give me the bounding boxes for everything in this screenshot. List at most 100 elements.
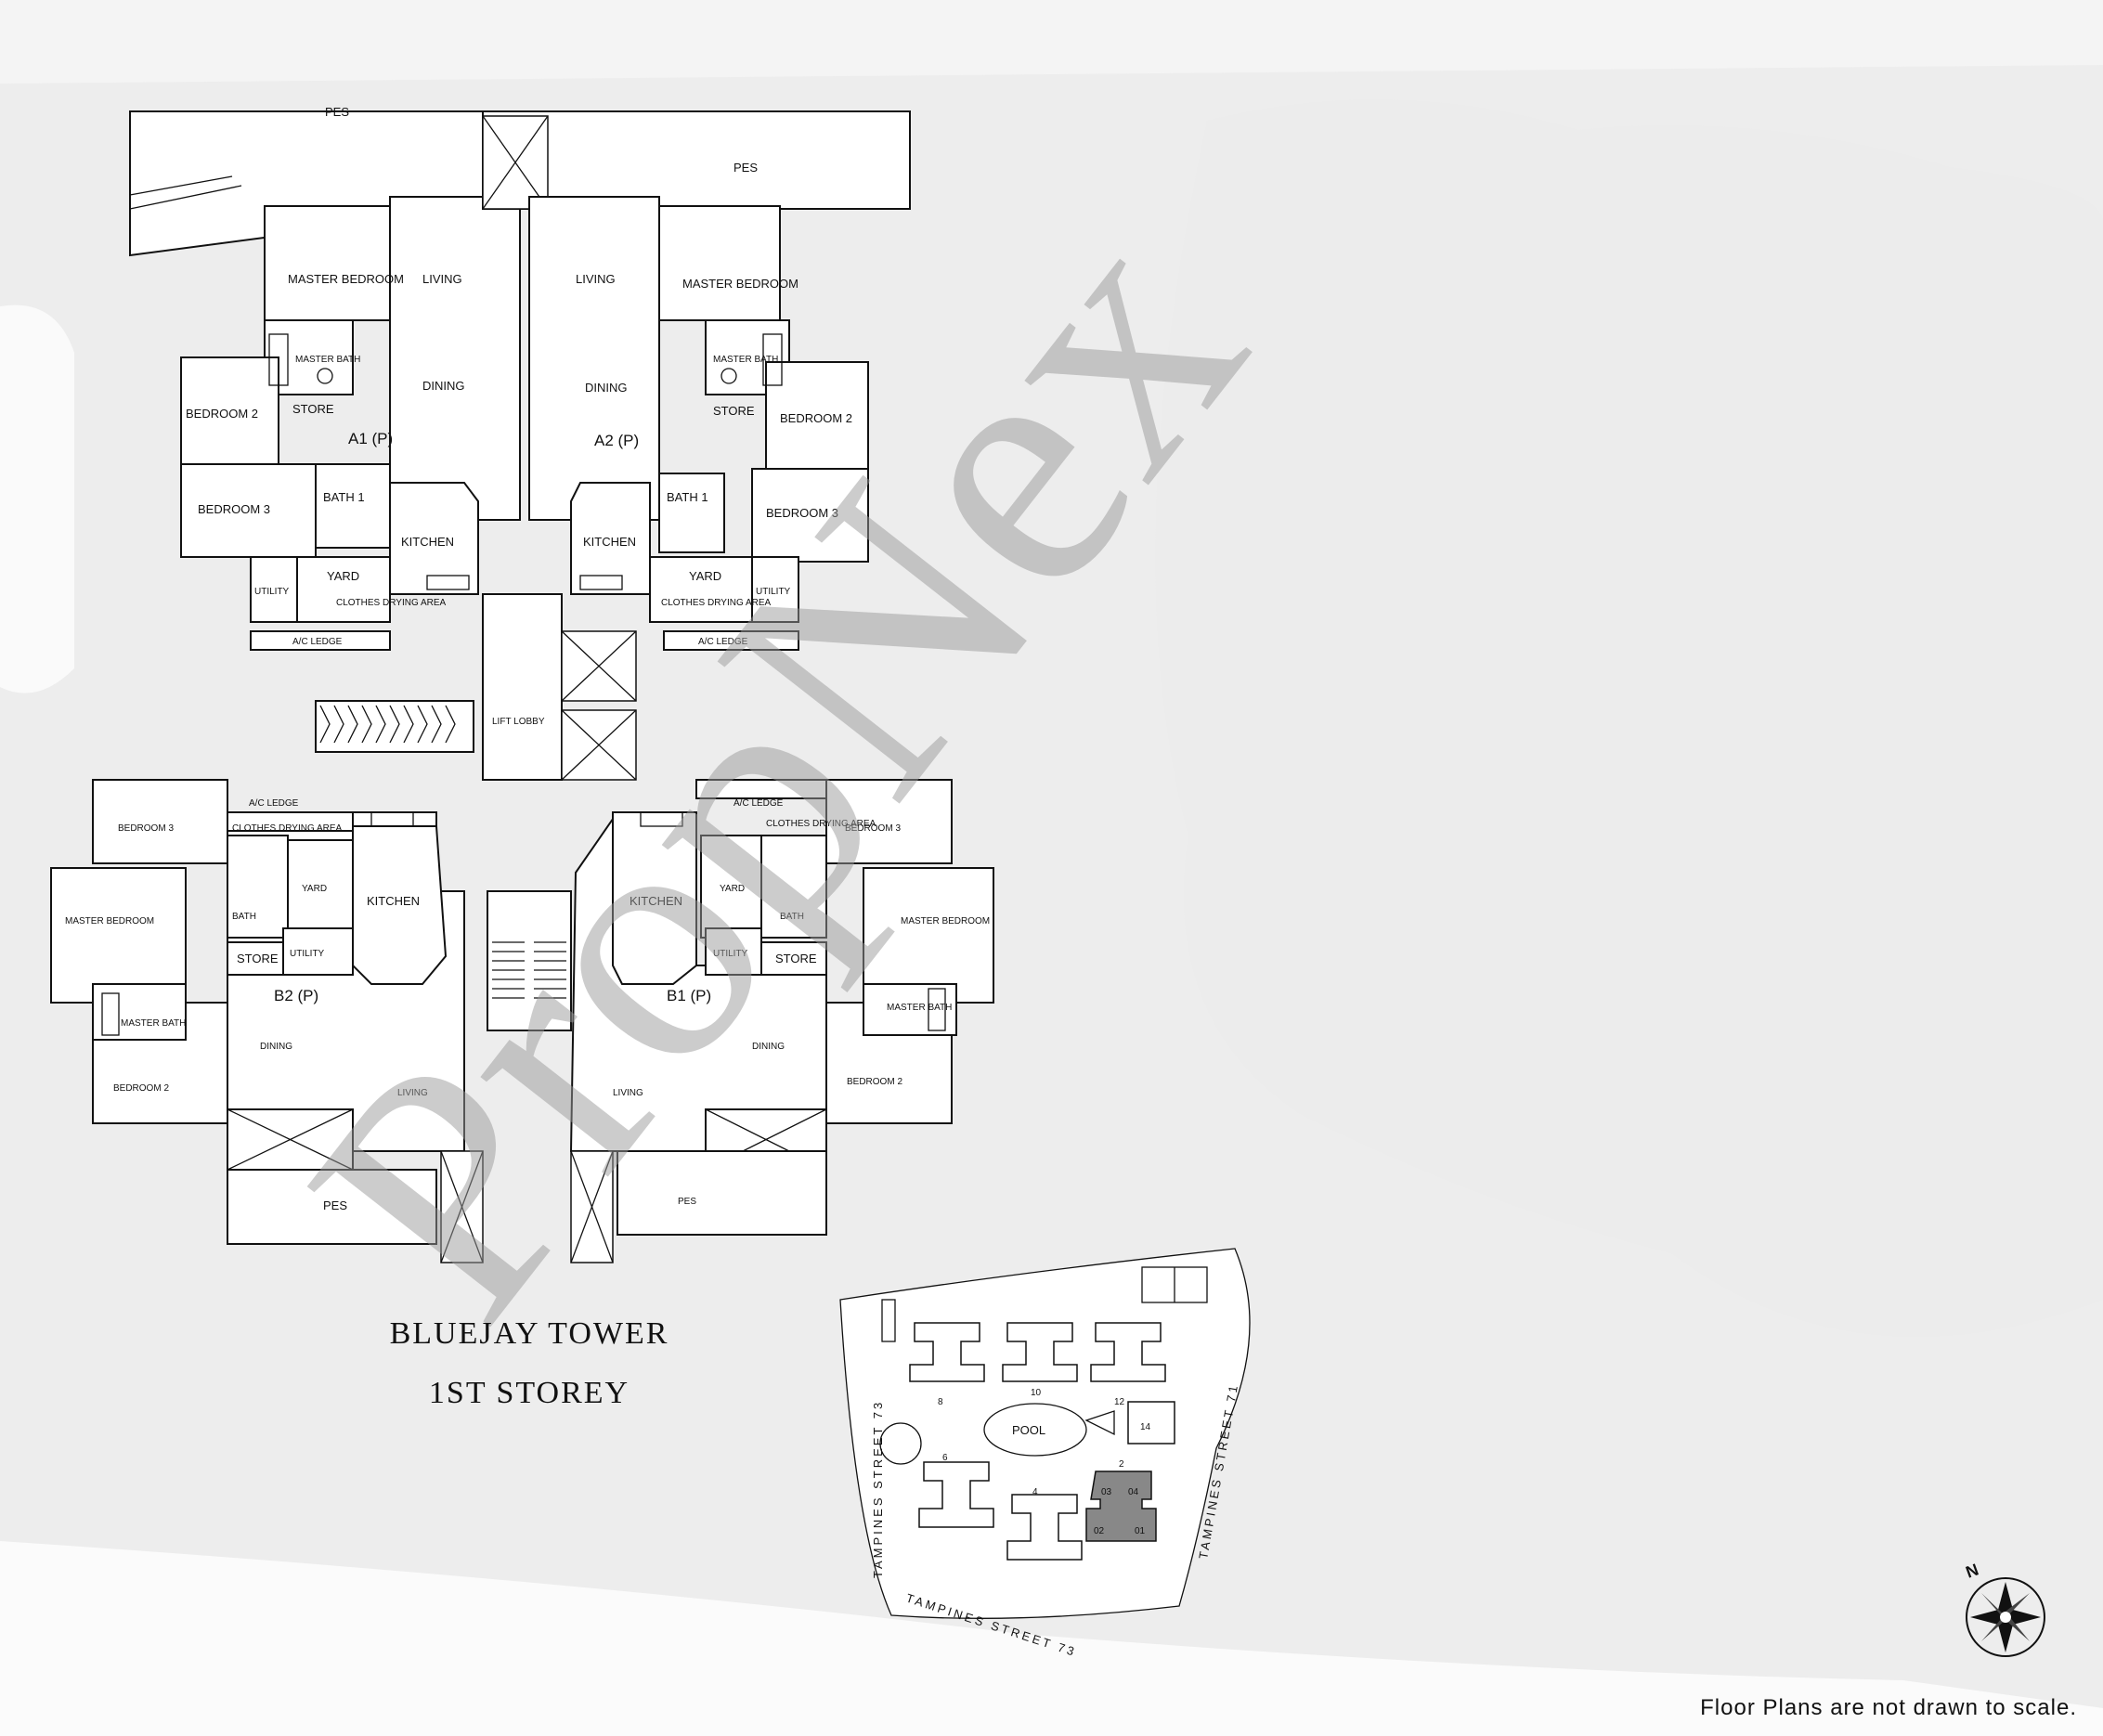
site-roundabout [879, 1422, 922, 1465]
block-12 [1090, 1322, 1166, 1382]
b1-living-label: LIVING [613, 1088, 643, 1098]
highlight-unit-02: 02 [1094, 1526, 1105, 1536]
block-8 [909, 1322, 985, 1382]
b1-bath [760, 835, 827, 939]
b2-utility-label: UTILITY [290, 949, 325, 959]
compass-north-label: N [1964, 1561, 1981, 1582]
a1-living-label: LIVING [422, 272, 462, 286]
a2-master-bath-label: MASTER BATH [713, 355, 778, 365]
b1-master-bath-label: MASTER BATH [887, 1003, 952, 1013]
a1-store-label: STORE [292, 402, 334, 416]
a2-kitchen-label: KITCHEN [583, 535, 636, 549]
a2-dining-label: DINING [585, 381, 628, 395]
unit-b1: A/C LEDGE CLOTHES DRYING AREA BEDROOM 3 … [569, 779, 994, 1263]
b1-kitchen [612, 811, 697, 985]
b2-kitchen-label: KITCHEN [367, 894, 420, 908]
block-6-number: 6 [942, 1453, 948, 1463]
b1-ac-ledge-label: A/C LEDGE [733, 798, 784, 809]
a1-master-bedroom [264, 205, 391, 321]
highlight-unit-03: 03 [1101, 1487, 1112, 1497]
a2-yard-label: YARD [689, 569, 721, 583]
b2-bath-label: BATH [232, 912, 256, 922]
a2-ac-ledge [663, 630, 799, 651]
b2-pes-label: PES [323, 1198, 347, 1212]
highlight-unit-04: 04 [1128, 1487, 1139, 1497]
scale-disclaimer: Floor Plans are not drawn to scale. [1700, 1695, 2077, 1720]
b2-bedroom-3 [92, 779, 228, 864]
a1-clothes-label: CLOTHES DRYING AREA [336, 598, 447, 608]
b2-bath [227, 835, 289, 939]
a1-dining-label: DINING [422, 379, 465, 393]
b1-clothes-label: CLOTHES DRYING AREA [766, 819, 876, 829]
a1-bedroom-2-label: BEDROOM 2 [186, 407, 258, 421]
b2-ac-ledge-label: A/C LEDGE [249, 798, 299, 809]
plan-subtitle: 1ST STOREY [428, 1376, 630, 1410]
a2-master-bedroom [658, 205, 781, 321]
b2-bedroom-2-label: BEDROOM 2 [113, 1083, 169, 1094]
a2-utility [751, 556, 799, 623]
block-6 [918, 1461, 994, 1528]
a2-bedroom-3 [751, 468, 869, 563]
a2-store-label: STORE [713, 404, 755, 418]
core: LIFT LOBBY [315, 593, 637, 1031]
lift-lobby-label: LIFT LOBBY [492, 717, 545, 727]
b1-master-bath [863, 983, 957, 1036]
a2-living-dining [528, 196, 660, 521]
street-73-west-label: TAMPINES STREET 73 [871, 1400, 885, 1578]
b1-store-label: STORE [775, 952, 817, 965]
plan-title: BLUEJAY TOWER [389, 1316, 669, 1351]
block-2-number: 2 [1119, 1459, 1124, 1470]
a2-kitchen [570, 482, 651, 595]
a1-utility-label: UTILITY [254, 587, 290, 597]
b1-utility-label: UTILITY [713, 949, 748, 959]
a2-pes-label: PES [733, 161, 758, 175]
block-8-number: 8 [938, 1397, 943, 1407]
a2-unit-name: A2 (P) [594, 432, 639, 449]
b2-pes-area [227, 1169, 437, 1245]
a1-yard-label: YARD [327, 569, 359, 583]
a2-bedroom-3-label: BEDROOM 3 [766, 506, 838, 520]
north-compass-icon: N [1964, 1561, 2045, 1657]
a1-master-bedroom-label: MASTER BEDROOM [288, 272, 404, 286]
b1-bedroom-3-label: BEDROOM 3 [845, 823, 901, 834]
block-10 [1002, 1322, 1078, 1382]
b2-living-label: LIVING [397, 1088, 428, 1098]
a1-kitchen-label: KITCHEN [401, 535, 454, 549]
block-14 [1127, 1401, 1175, 1445]
block-14-number: 14 [1140, 1422, 1151, 1432]
block-12-number: 12 [1114, 1397, 1125, 1407]
a1-bedroom-3-label: BEDROOM 3 [198, 502, 270, 516]
b1-pes-area [617, 1150, 827, 1236]
site-plan: 8 10 12 14 6 4 2 03 04 02 01 POOL TAMPIN… [839, 1248, 1251, 1659]
b2-master-bedroom-label: MASTER BEDROOM [65, 916, 154, 926]
b2-clothes-label: CLOTHES DRYING AREA [232, 823, 343, 834]
a2-clothes-label: CLOTHES DRYING AREA [661, 598, 772, 608]
b1-bedroom-2-label: BEDROOM 2 [847, 1077, 902, 1087]
b1-ac-ledge [695, 779, 827, 799]
b1-master-bedroom-label: MASTER BEDROOM [901, 916, 990, 926]
b2-master-bath-label: MASTER BATH [121, 1018, 186, 1029]
a1-master-bath-label: MASTER BATH [295, 355, 360, 365]
b2-master-bath [92, 983, 187, 1041]
b1-pes-label: PES [678, 1197, 696, 1207]
b2-master-bedroom [50, 867, 187, 1004]
a2-bath-1-label: BATH 1 [667, 490, 708, 504]
b1-store [760, 941, 827, 976]
b1-dining-label: DINING [752, 1042, 785, 1052]
a2-yard [649, 556, 753, 623]
a1-bath-1 [315, 463, 391, 549]
b2-store-label: STORE [237, 952, 279, 965]
b1-kitchen-label: KITCHEN [630, 894, 682, 908]
a1-yard [296, 556, 391, 623]
a2-utility-label: UTILITY [756, 587, 791, 597]
b2-dining-label: DINING [260, 1042, 292, 1052]
block-2-bluejay [1085, 1470, 1157, 1542]
stair-ramp [315, 700, 474, 753]
b2-utility [282, 927, 354, 976]
block-4 [1006, 1494, 1083, 1561]
a1-bath-1-label: BATH 1 [323, 490, 365, 504]
a1-ac-ledge [250, 630, 391, 651]
b2-unit-name: B2 (P) [274, 987, 318, 1004]
a2-living-label: LIVING [576, 272, 616, 286]
